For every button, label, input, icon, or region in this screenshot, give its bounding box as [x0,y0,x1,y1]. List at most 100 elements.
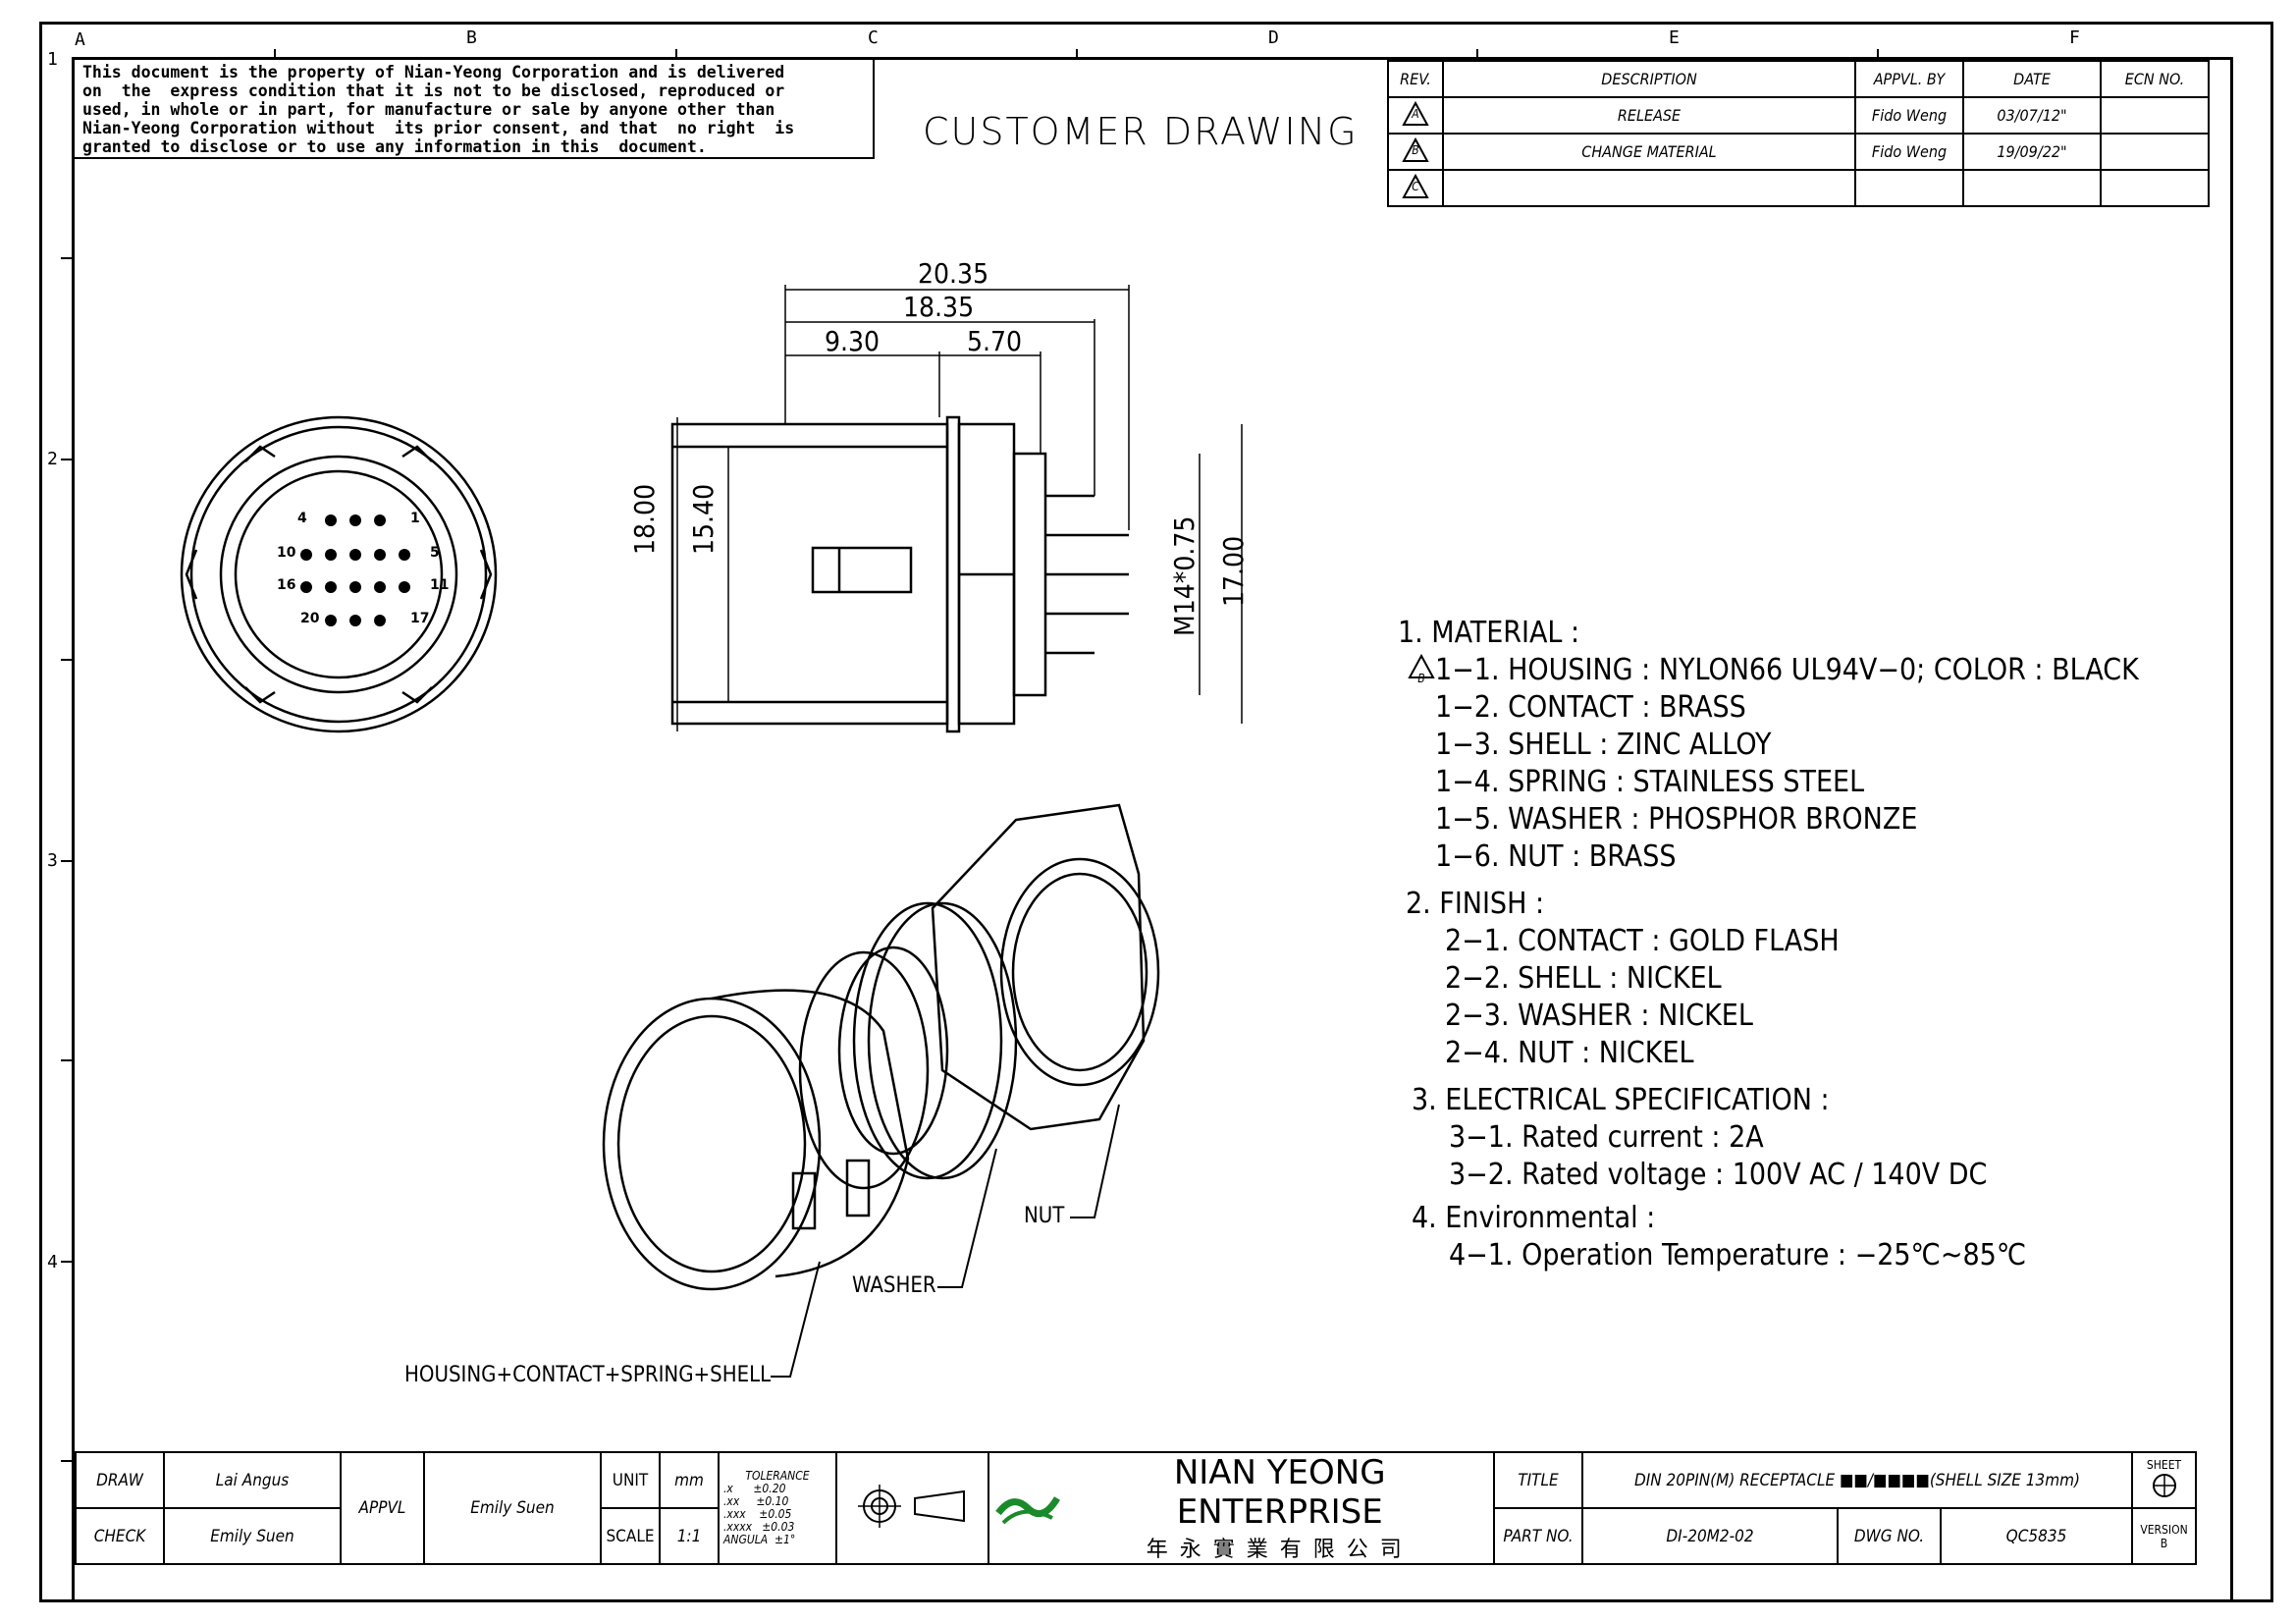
spec-material-washer: 1−5. WASHER : PHOSPHOR BRONZE [1435,802,1918,837]
spec-material-contact: 1−2. CONTACT : BRASS [1435,690,1746,725]
zone-col-b: B [466,27,477,48]
revision-approver: Fido Weng [1854,133,1964,171]
revision-ecn [2100,169,2210,207]
revision-triangle-icon: C [1402,173,1429,199]
spec-material-heading: 1. MATERIAL : [1398,616,1580,650]
revision-approver: Fido Weng [1854,96,1964,135]
tolerance-block: TOLERANCE.x ±0.20.xx ±0.10.xxx ±0.05.xxx… [718,1451,837,1565]
pin-label-20: 20 [300,611,320,626]
callout-housing: HOUSING+CONTACT+SPRING+SHELL [404,1363,772,1387]
zone-row-1: 1 [47,49,58,70]
table-row: CHECK Emily Suen SCALE 1:1 PART NO. DI-2… [75,1507,2197,1565]
pin-label-10: 10 [277,545,296,561]
check-value: Emily Suen [163,1507,342,1565]
dim-flange-height: 18.00 [628,483,661,555]
spec-finish-contact: 2−1. CONTACT : GOLD FLASH [1445,924,1840,958]
zone-col-a: A [75,29,85,50]
pin-label-11: 11 [430,577,450,593]
scale-label: SCALE [600,1507,661,1565]
dim-thread: M14*0.75 [1168,515,1201,636]
zone-col-d: D [1268,27,1279,48]
table-row: B CHANGE MATERIAL Fido Weng 19/09/22" [1387,133,2210,171]
dim-overall-length: 20.35 [918,257,989,290]
company-logo: NIAN YEONG ENTERPRISE 年永實業有限公司 [988,1451,1495,1565]
confidentiality-notice: This document is the property of Nian-Ye… [75,60,875,159]
zone-col-c: C [868,27,879,48]
draw-value: Lai Angus [163,1451,342,1509]
title-label: TITLE [1493,1451,1583,1509]
revision-ecn [2100,133,2210,171]
spec-rated-voltage: 3−2. Rated voltage : 100V AC / 140V DC [1449,1158,1988,1192]
appvl-value: Emily Suen [423,1451,602,1565]
dim-nut-height: 17.00 [1217,535,1250,607]
company-logo-icon [995,1496,1061,1525]
side-view [670,415,1129,733]
zone-col-f: F [2069,27,2080,48]
callout-washer: WASHER [852,1273,936,1298]
revision-triangle-icon: B [1408,654,1435,685]
revision-description: RELEASE [1442,96,1856,135]
zone-row-3: 3 [47,850,58,871]
exploded-view [602,803,1160,1291]
ecn-header: ECN NO. [2100,60,2210,98]
dim-body-height: 15.40 [687,483,720,555]
title-block: DRAW Lai Angus APPVL Emily Suen UNIT mm … [75,1451,2197,1565]
revision-triangle-icon: A [1402,100,1429,127]
pin-label-5: 5 [430,545,440,561]
date-header: DATE [1962,60,2102,98]
pin-label-1: 1 [410,511,420,526]
zone-row-4: 4 [47,1252,58,1272]
front-view [180,415,498,733]
pin-label-17: 17 [410,611,430,626]
projection-symbol-icon [835,1451,989,1565]
draw-label: DRAW [75,1451,165,1509]
spec-finish-nut: 2−4. NUT : NICKEL [1445,1036,1694,1070]
spec-finish-heading: 2. FINISH : [1406,887,1545,921]
spec-electrical-heading: 3. ELECTRICAL SPECIFICATION : [1412,1083,1830,1117]
revision-header-row: REV. DESCRIPTION APPVL. BY DATE ECN NO. [1387,60,2210,98]
part-label: PART NO. [1493,1507,1583,1565]
appvl-label: APPVL [340,1451,425,1565]
pin-label-4: 4 [297,511,307,526]
revision-triangle-icon: B [1402,136,1429,163]
drawing-frame [72,57,2233,1602]
spec-rated-current: 3−1. Rated current : 2A [1449,1120,1764,1155]
unit-value: mm [659,1451,720,1509]
revision-approver [1854,169,1964,207]
spec-material-nut: 1−6. NUT : BRASS [1435,839,1677,874]
revision-date: 19/09/22" [1962,133,2102,171]
page-title: CUSTOMER DRAWING [923,110,1359,153]
company-name: NIAN YEONG ENTERPRISE [1173,1453,1386,1532]
title-value: DIN 20PIN(M) RECEPTACLE ■■/■■■■(SHELL SI… [1581,1451,2133,1509]
sheet-block: SHEET1 [2131,1451,2197,1509]
dwg-value: QC5835 [1940,1507,2133,1565]
dim-body-length: 18.35 [903,291,975,323]
revision-ecn [2100,96,2210,135]
pin-label-16: 16 [277,577,296,593]
part-value: DI-20M2-02 [1581,1507,1839,1565]
dwg-label: DWG NO. [1837,1507,1942,1565]
revision-table: REV. DESCRIPTION APPVL. BY DATE ECN NO. … [1387,60,2210,207]
table-row: A RELEASE Fido Weng 03/07/12" [1387,96,2210,135]
unit-label: UNIT [600,1451,661,1509]
spec-material-spring: 1−4. SPRING : STAINLESS STEEL [1435,765,1865,799]
zone-row-2: 2 [47,449,58,469]
scale-value: 1:1 [659,1507,720,1565]
description-header: DESCRIPTION [1442,60,1856,98]
revision-description: CHANGE MATERIAL [1442,133,1856,171]
spec-environmental-heading: 4. Environmental : [1412,1201,1656,1235]
revision-description [1442,169,1856,207]
spec-finish-washer: 2−3. WASHER : NICKEL [1445,999,1753,1033]
zone-col-e: E [1669,27,1680,48]
spec-operation-temperature: 4−1. Operation Temperature : −25℃~85℃ [1449,1238,2027,1272]
callout-nut: NUT [1024,1204,1065,1228]
dim-front-length: 9.30 [825,325,881,357]
check-label: CHECK [75,1507,165,1565]
spec-finish-shell: 2−2. SHELL : NICKEL [1445,961,1722,996]
table-row: DRAW Lai Angus APPVL Emily Suen UNIT mm … [75,1451,2197,1565]
company-name-chinese: 年永實業有限公司 [1146,1538,1414,1562]
